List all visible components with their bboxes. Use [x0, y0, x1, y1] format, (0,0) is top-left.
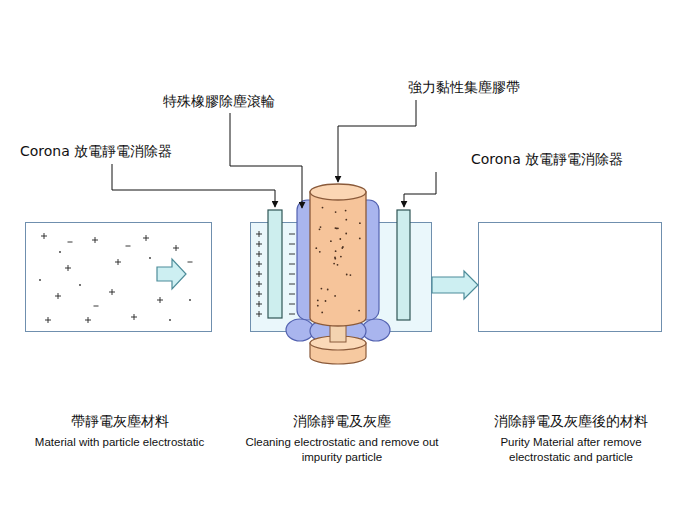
panel-caption: 消除靜電及灰塵後的材料 Purity Material after remove …: [476, 411, 666, 465]
charge-signs: [39, 231, 295, 323]
callout-label: 強力黏性集塵膠帶: [408, 78, 520, 96]
callout-label: Corona 放電靜電消除器: [20, 142, 172, 160]
flow-arrow: [432, 271, 478, 299]
caption-english: Purity Material after remove electrostat…: [476, 435, 666, 465]
leader-line: [112, 164, 275, 207]
corona-plate: [397, 210, 410, 320]
leader-line: [230, 113, 302, 208]
corona-plate: [268, 210, 282, 318]
leader-line: [404, 172, 436, 207]
caption-chinese: 消除靜電及灰塵後的材料: [476, 411, 666, 431]
panel-caption: 帶靜電灰塵材料 Material with particle electrosta…: [12, 411, 227, 450]
caption-chinese: 帶靜電灰塵材料: [12, 411, 227, 431]
caption-english: Cleaning electrostatic and remove out im…: [230, 435, 455, 465]
flow-arrow: [157, 259, 186, 289]
dust-roller: [310, 192, 366, 326]
callout-label: 特殊橡膠除塵滾輪: [163, 92, 275, 110]
leader-line: [338, 100, 416, 182]
dust-dots: [315, 207, 360, 314]
caption-english: Material with particle electrostatic: [12, 435, 227, 450]
material-panel: 消除靜電及灰塵後的材料Purity Material after remove …: [478, 222, 662, 332]
caption-chinese: 消除靜電及灰塵: [230, 411, 455, 431]
panel-caption: 消除靜電及灰塵 Cleaning electrostatic and remove…: [230, 411, 455, 465]
callout-label: Corona 放電靜電消除器: [471, 150, 623, 168]
dust-roller: [310, 184, 366, 200]
